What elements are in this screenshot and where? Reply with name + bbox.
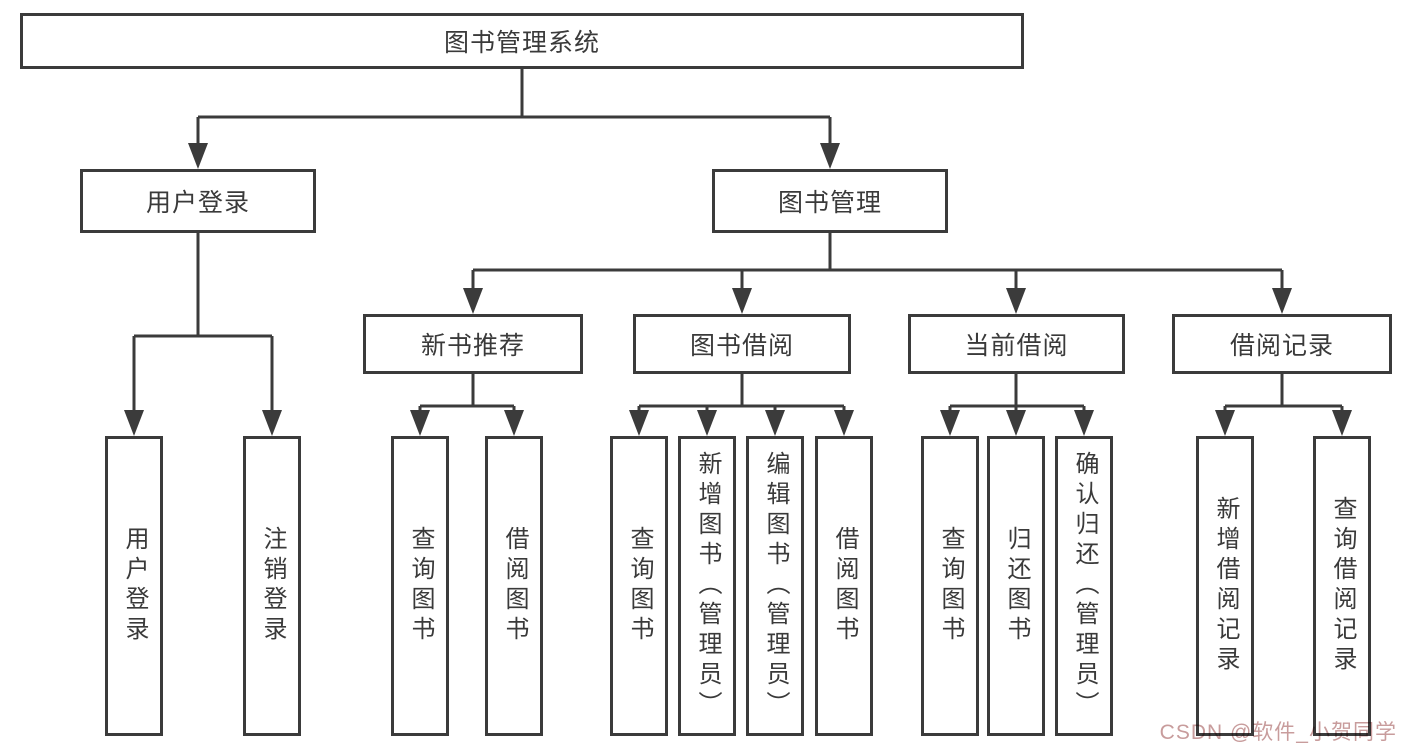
leaf-bb-borrow-book: 借阅图书: [815, 436, 873, 736]
leaf-cb-query-book-label: 查询图书: [937, 526, 964, 646]
node-current-borrowing: 当前借阅: [908, 314, 1125, 374]
leaf-br-add-record: 新增借阅记录: [1196, 436, 1254, 736]
node-user-login-label: 用户登录: [145, 189, 250, 217]
leaf-br-add-record-label: 新增借阅记录: [1212, 496, 1239, 676]
node-current-borrowing-label: 当前借阅: [964, 332, 1069, 360]
leaf-bb-query-book-label: 查询图书: [626, 526, 653, 646]
leaf-cb-confirm-return-admin-label: 确认归还（管理员）: [1071, 451, 1098, 721]
node-library-system: 图书管理系统: [20, 13, 1024, 69]
node-new-book-recommend: 新书推荐: [363, 314, 583, 374]
leaf-logout: 注销登录: [243, 436, 301, 736]
node-borrowing-records: 借阅记录: [1172, 314, 1392, 374]
leaf-bb-query-book: 查询图书: [610, 436, 668, 736]
leaf-logout-label: 注销登录: [259, 526, 286, 646]
leaf-bb-edit-book-admin-label: 编辑图书（管理员）: [762, 451, 789, 721]
leaf-cb-return-book-label: 归还图书: [1003, 526, 1030, 646]
leaf-bb-add-book-admin-label: 新增图书（管理员）: [694, 451, 721, 721]
leaf-cb-return-book: 归还图书: [987, 436, 1045, 736]
node-book-borrowing-label: 图书借阅: [689, 332, 794, 360]
csdn-watermark: CSDN @软件_小贺同学: [1159, 721, 1397, 744]
leaf-bb-edit-book-admin: 编辑图书（管理员）: [746, 436, 804, 736]
leaf-nb-borrow-book: 借阅图书: [485, 436, 543, 736]
node-library-system-label: 图书管理系统: [443, 29, 600, 57]
node-book-borrowing: 图书借阅: [633, 314, 851, 374]
node-book-management-label: 图书管理: [777, 189, 882, 217]
leaf-nb-borrow-book-label: 借阅图书: [501, 526, 528, 646]
leaf-cb-query-book: 查询图书: [921, 436, 979, 736]
node-book-management: 图书管理: [712, 169, 948, 233]
leaf-user-login: 用户登录: [105, 436, 163, 736]
node-borrowing-records-label: 借阅记录: [1229, 332, 1334, 360]
leaf-user-login-label: 用户登录: [121, 526, 148, 646]
leaf-br-query-record-label: 查询借阅记录: [1329, 496, 1356, 676]
leaf-bb-add-book-admin: 新增图书（管理员）: [678, 436, 736, 736]
leaf-br-query-record: 查询借阅记录: [1313, 436, 1371, 736]
leaf-nb-query-book-label: 查询图书: [407, 526, 434, 646]
node-new-book-recommend-label: 新书推荐: [420, 332, 525, 360]
leaf-nb-query-book: 查询图书: [391, 436, 449, 736]
node-user-login: 用户登录: [80, 169, 316, 233]
leaf-bb-borrow-book-label: 借阅图书: [831, 526, 858, 646]
leaf-cb-confirm-return-admin: 确认归还（管理员）: [1055, 436, 1113, 736]
